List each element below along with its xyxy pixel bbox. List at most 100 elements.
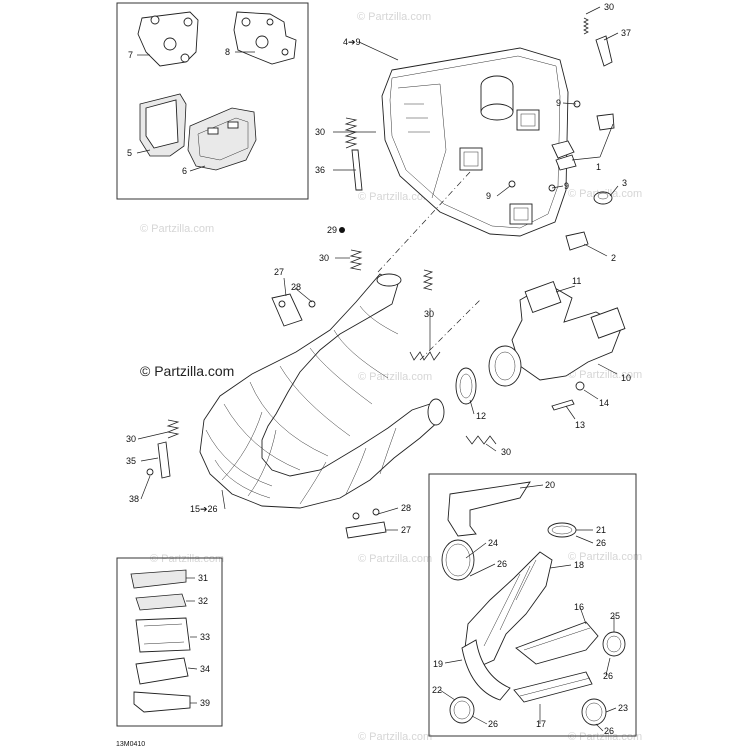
spring-part-30 bbox=[166, 249, 497, 445]
label-9: 9 bbox=[486, 191, 491, 201]
label-26: 26 bbox=[604, 726, 614, 736]
label-11: 11 bbox=[572, 276, 581, 286]
label-37: 37 bbox=[621, 28, 631, 38]
watermark: © Partzilla.com bbox=[568, 369, 642, 381]
clip-part-2 bbox=[565, 231, 589, 251]
watermark: © Partzilla.com bbox=[358, 553, 432, 565]
label-26: 26 bbox=[596, 538, 606, 548]
label-30: 30 bbox=[424, 309, 434, 319]
heat-shield-part-19 bbox=[461, 639, 511, 701]
heat-shield-inset-box bbox=[116, 2, 309, 200]
label-32: 32 bbox=[198, 596, 208, 606]
label-20: 20 bbox=[545, 480, 555, 490]
partzilla-watermark: © Partzilla.com bbox=[140, 363, 234, 379]
clamp-part-24 bbox=[441, 539, 475, 581]
label-30: 30 bbox=[501, 447, 511, 457]
shield-part-33 bbox=[135, 617, 191, 653]
label-33: 33 bbox=[200, 632, 210, 642]
heat-shield-part-18 bbox=[463, 551, 553, 669]
leader-lines bbox=[136, 6, 619, 732]
heat-shield-pipe-inset-box bbox=[428, 473, 637, 737]
watermark: © Partzilla.com bbox=[358, 371, 432, 383]
watermark: © Partzilla.com bbox=[357, 11, 431, 23]
label-2: 2 bbox=[611, 253, 616, 263]
heat-shield-set-inset-box bbox=[116, 557, 223, 727]
bolt-part-13 bbox=[551, 399, 575, 411]
label-1: 1 bbox=[596, 162, 601, 172]
gasket-part-8 bbox=[233, 11, 297, 65]
label-27: 27 bbox=[274, 267, 284, 277]
label-28: 28 bbox=[401, 503, 411, 513]
bracket-part-27 bbox=[271, 293, 316, 327]
grommet-part-3 bbox=[593, 191, 613, 205]
spring-part-30-top bbox=[583, 17, 589, 35]
label-22: 22 bbox=[432, 685, 442, 695]
tuned-pipe bbox=[199, 273, 445, 509]
shield-part-32 bbox=[135, 593, 187, 611]
label-14: 14 bbox=[599, 398, 609, 408]
spring-part-30-left bbox=[344, 117, 358, 149]
label-31: 31 bbox=[198, 573, 208, 583]
label-7: 7 bbox=[128, 50, 133, 60]
exhaust-manifold-part-11 bbox=[488, 280, 626, 387]
clamp-part-23 bbox=[581, 698, 607, 726]
label-25: 25 bbox=[610, 611, 620, 621]
label-29: 29 bbox=[327, 225, 337, 235]
watermark: © Partzilla.com bbox=[150, 553, 224, 565]
label-38: 38 bbox=[129, 494, 139, 504]
label-27: 27 bbox=[401, 525, 411, 535]
diagram-code: 13M0410 bbox=[116, 741, 145, 748]
label-36: 36 bbox=[315, 165, 325, 175]
label-26: 26 bbox=[497, 559, 507, 569]
label-9: 9 bbox=[556, 98, 561, 108]
watermark: © Partzilla.com bbox=[358, 191, 432, 203]
label-17: 17 bbox=[536, 719, 546, 729]
label-24: 24 bbox=[488, 538, 498, 548]
watermark: © Partzilla.com bbox=[140, 223, 214, 235]
heat-shield-part-17 bbox=[513, 671, 593, 703]
label-3: 3 bbox=[622, 178, 627, 188]
label-28: 28 bbox=[291, 282, 301, 292]
label-6: 6 bbox=[182, 166, 187, 176]
heat-shield-part-16 bbox=[515, 621, 599, 665]
label-9: 9 bbox=[564, 181, 569, 191]
label-30: 30 bbox=[315, 127, 325, 137]
label-5: 5 bbox=[127, 148, 132, 158]
watermark: © Partzilla.com bbox=[358, 731, 432, 743]
label-15-to-26: 15➔26 bbox=[190, 504, 218, 514]
clamp-part-22 bbox=[449, 696, 475, 724]
bracket-part-35 bbox=[146, 441, 171, 479]
heat-shield-part-20 bbox=[447, 481, 531, 537]
clip-part-37 bbox=[595, 35, 613, 67]
droplet-icon bbox=[339, 227, 345, 233]
label-4-to-9: 4➔9 bbox=[343, 37, 361, 47]
clamp-part-21 bbox=[547, 522, 577, 538]
gasket-part-7 bbox=[137, 11, 199, 67]
label-13: 13 bbox=[575, 420, 585, 430]
centerline bbox=[377, 171, 471, 273]
clamp-part-25 bbox=[602, 631, 626, 657]
label-16: 16 bbox=[574, 602, 584, 612]
shield-part-34 bbox=[135, 657, 189, 685]
label-18: 18 bbox=[574, 560, 584, 570]
label-39: 39 bbox=[200, 698, 210, 708]
muffler bbox=[381, 47, 581, 237]
washer-part-14 bbox=[575, 381, 585, 391]
watermark: © Partzilla.com bbox=[568, 731, 642, 743]
shield-part-31 bbox=[130, 569, 187, 589]
bracket-part-27-lower bbox=[345, 508, 387, 539]
bracket-part-36 bbox=[351, 149, 363, 191]
label-30: 30 bbox=[604, 2, 614, 12]
label-21: 21 bbox=[596, 525, 606, 535]
heat-shield-part-5 bbox=[139, 93, 187, 157]
shield-part-39 bbox=[133, 691, 191, 713]
label-30: 30 bbox=[319, 253, 329, 263]
label-30: 30 bbox=[126, 434, 136, 444]
label-34: 34 bbox=[200, 664, 210, 674]
heat-shield-part-6 bbox=[187, 107, 257, 171]
label-23: 23 bbox=[618, 703, 628, 713]
label-19: 19 bbox=[433, 659, 443, 669]
clip-part-1 bbox=[551, 113, 615, 171]
